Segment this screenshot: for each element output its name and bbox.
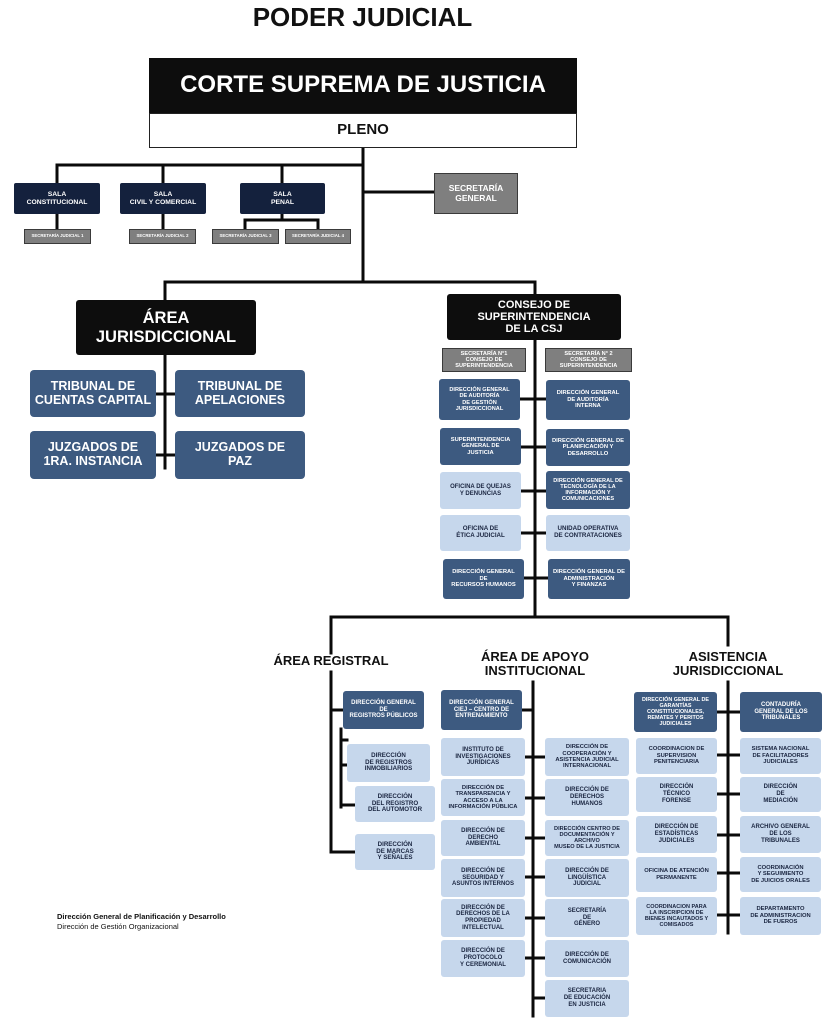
dg-registros-publicos: DIRECCIÓN GENERAL DE REGISTROS PÚBLICOS <box>343 691 424 729</box>
asistencia-jurisdiccional-title: ASISTENCIA JURISDICCIONAL <box>672 649 784 678</box>
direccion-tecnico-forense: DIRECCIÓN TÉCNICO FORENSE <box>636 777 717 812</box>
superintendencia-general-justicia: SUPERINTENDENCIA GENERAL DE JUSTICIA <box>440 428 521 465</box>
direccion-estadisticas-judiciales: DIRECCIÓN DE ESTADÍSTICAS JUDICIALES <box>636 816 717 853</box>
area-jurisdiccional-title: ÁREA JURISDICCIONAL <box>76 300 256 355</box>
direccion-derechos-propiedad-intelectual: DIRECCIÓN DE DERECHOS DE LA PROPIEDAD IN… <box>441 899 525 937</box>
direccion-seguridad-asuntos-internos: DIRECCIÓN DE SEGURIDAD Y ASUNTOS INTERNO… <box>441 859 525 897</box>
coordinacion-bienes-incautados: COORDINACION PARA LA INSCRIPCION DE BIEN… <box>636 897 717 935</box>
oficina-atencion-permanente: OFICINA DE ATENCIÓN PERMANENTE <box>636 857 717 892</box>
dg-administracion-finanzas: DIRECCIÓN GENERAL DE ADMINISTRACIÓN Y FI… <box>548 559 630 599</box>
tribunal-apelaciones: TRIBUNAL DE APELACIONES <box>175 370 305 417</box>
direccion-comunicacion: DIRECCIÓN DE COMUNICACIÓN <box>545 940 629 977</box>
secretaria-2-consejo: SECRETARÍA N° 2 CONSEJO DE SUPERINTENDEN… <box>545 348 632 372</box>
dg-ciej-centro-entrenamiento: DIRECCIÓN GENERAL CIEJ – CENTRO DE ENTRE… <box>441 690 522 730</box>
juzgados-primera-instancia: JUZGADOS DE 1RA. INSTANCIA <box>30 431 156 479</box>
oficina-quejas-denuncias: OFICINA DE QUEJAS Y DENUNCIAS <box>440 472 521 509</box>
direccion-derechos-humanos: DIRECCIÓN DE DERECHOS HUMANOS <box>545 779 629 816</box>
unidad-operativa-contrataciones: UNIDAD OPERATIVA DE CONTRATACIONES <box>546 515 630 551</box>
dg-auditoria-gestion-jurisdiccional: DIRECCIÓN GENERAL DE AUDITORÍA DE GESTIÓ… <box>439 379 520 420</box>
oficina-etica-judicial: OFICINA DE ÉTICA JUDICIAL <box>440 515 521 551</box>
sistema-nacional-facilitadores: SISTEMA NACIONAL DE FACILITADORES JUDICI… <box>740 738 821 774</box>
direccion-registro-automotor: DIRECCIÓN DEL REGISTRO DEL AUTOMOTOR <box>355 786 435 822</box>
coordinacion-supervision-penitenciaria: COORDINACION DE SUPERVISION PENITENCIARI… <box>636 738 717 774</box>
dg-recursos-humanos: DIRECCIÓN GENERAL DE RECURSOS HUMANOS <box>443 559 524 599</box>
dg-tecnologia-informacion: DIRECCIÓN GENERAL DE TECNOLOGÍA DE LA IN… <box>546 471 630 509</box>
footer-line-2: Dirección de Gestión Organizacional <box>57 922 179 931</box>
direccion-marcas-senales: DIRECCIÓN DE MARCAS Y SEÑALES <box>355 834 435 870</box>
departamento-administracion-fueros: DEPARTAMENTO DE ADMINISTRACION DE FUEROS <box>740 897 821 935</box>
secretaria-1-consejo: SECRETARÍA N°1 CONSEJO DE SUPERINTENDENC… <box>442 348 526 372</box>
secretaria-judicial-4: SECRETARÍA JUDICIAL 4 <box>285 229 351 244</box>
area-apoyo-institucional-title: ÁREA DE APOYO INSTITUCIONAL <box>480 649 590 678</box>
archivo-general-tribunales: ARCHIVO GENERAL DE LOS TRIBUNALES <box>740 816 821 853</box>
direccion-centro-documentacion-archivo: DIRECCIÓN CENTRO DE DOCUMENTACIÓN Y ARCH… <box>545 820 629 856</box>
juzgados-paz: JUZGADOS DE PAZ <box>175 431 305 479</box>
instituto-investigaciones-juridicas: INSTITUTO DE INVESTIGACIONES JURÍDICAS <box>441 738 525 776</box>
secretaria-judicial-3: SECRETARÍA JUDICIAL 3 <box>212 229 279 244</box>
pleno-box: PLENO <box>149 113 577 148</box>
secretaria-genero: SECRETARÍA DE GÉNERO <box>545 899 629 937</box>
page-title: PODER JUDICIAL <box>252 2 473 32</box>
dg-garantias-constitucionales: DIRECCIÓN GENERAL DE GARANTÍAS CONSTITUC… <box>634 692 717 732</box>
consejo-superintendencia-title: CONSEJO DE SUPERINTENDENCIA DE LA CSJ <box>447 294 621 340</box>
direccion-cooperacion-asistencia-internacional: DIRECCIÓN DE COOPERACIÓN Y ASISTENCIA JU… <box>545 738 629 776</box>
area-registral-title: ÁREA REGISTRAL <box>273 653 389 668</box>
direccion-registros-inmobiliarios: DIRECCIÓN DE REGISTROS INMOBILIARIOS <box>347 744 430 782</box>
secretaria-educacion-justicia: SECRETARIA DE EDUCACIÓN EN JUSTICIA <box>545 980 629 1017</box>
sala-civil-comercial: SALA CIVIL Y COMERCIAL <box>120 183 206 214</box>
dg-auditoria-interna: DIRECCIÓN GENERAL DE AUDITORÍA INTERNA <box>546 380 630 420</box>
direccion-derecho-ambiental: DIRECCIÓN DE DERECHO AMBIENTAL <box>441 820 525 856</box>
direccion-transparencia-acceso: DIRECCIÓN DE TRANSPARENCIA Y ACCESO A LA… <box>441 779 525 816</box>
footer-line-1: Dirección General de Planificación y Des… <box>57 912 226 921</box>
secretaria-judicial-1: SECRETARÍA JUDICIAL 1 <box>24 229 91 244</box>
secretaria-judicial-2: SECRETARÍA JUDICIAL 2 <box>129 229 196 244</box>
direccion-linguistica-judicial: DIRECCIÓN DE LINGÜÍSTICA JUDICIAL <box>545 859 629 897</box>
direccion-mediacion: DIRECCIÓN DE MEDIACIÓN <box>740 777 821 812</box>
tribunal-cuentas-capital: TRIBUNAL DE CUENTAS CAPITAL <box>30 370 156 417</box>
sala-penal: SALA PENAL <box>240 183 325 214</box>
direccion-protocolo-ceremonial: DIRECCIÓN DE PROTOCOLO Y CEREMONIAL <box>441 940 525 977</box>
coordinacion-juicios-orales: COORDINACIÓN Y SEGUIMIENTO DE JUICIOS OR… <box>740 857 821 892</box>
corte-suprema-box: CORTE SUPREMA DE JUSTICIA <box>149 58 577 113</box>
secretaria-general: SECRETARÍA GENERAL <box>434 173 518 214</box>
dg-planificacion-desarrollo: DIRECCIÓN GENERAL DE PLANIFICACIÓN Y DES… <box>546 429 630 466</box>
contaduria-general-tribunales: CONTADURÍA GENERAL DE LOS TRIBUNALES <box>740 692 822 732</box>
sala-constitucional: SALA CONSTITUCIONAL <box>14 183 100 214</box>
